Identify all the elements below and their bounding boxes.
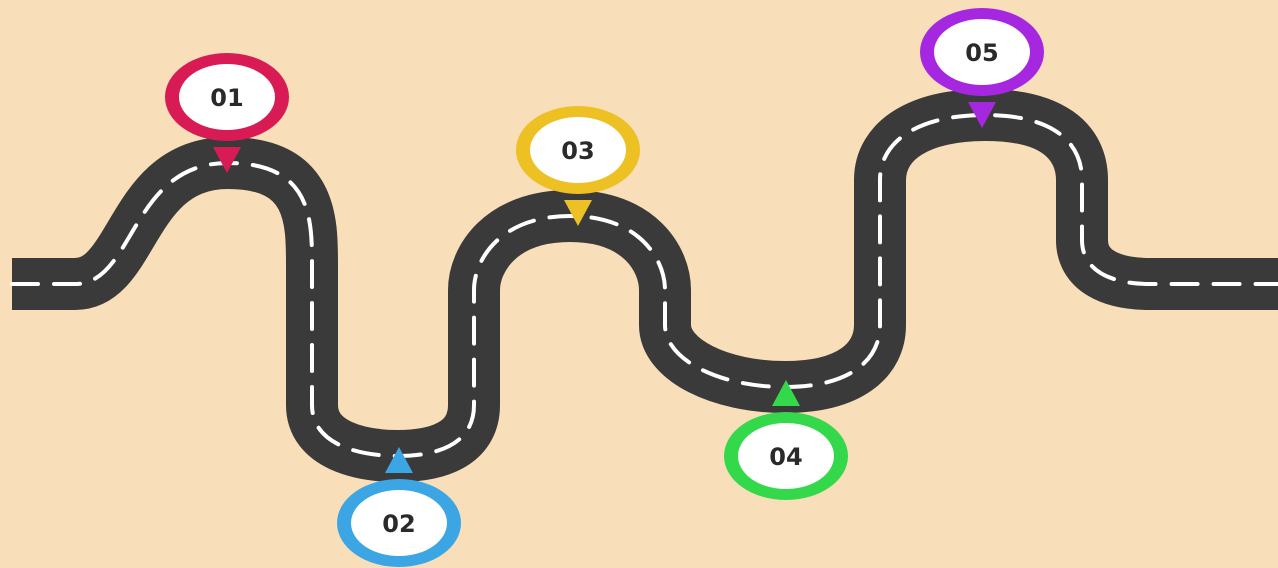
milestone-label: 01: [210, 84, 243, 112]
road-surface: [12, 115, 1278, 456]
milestone-label: 05: [965, 39, 998, 67]
milestone-label: 04: [769, 443, 802, 471]
milestone-label: 02: [382, 510, 415, 538]
winding-road: [12, 115, 1278, 456]
milestone-label: 03: [561, 137, 594, 165]
